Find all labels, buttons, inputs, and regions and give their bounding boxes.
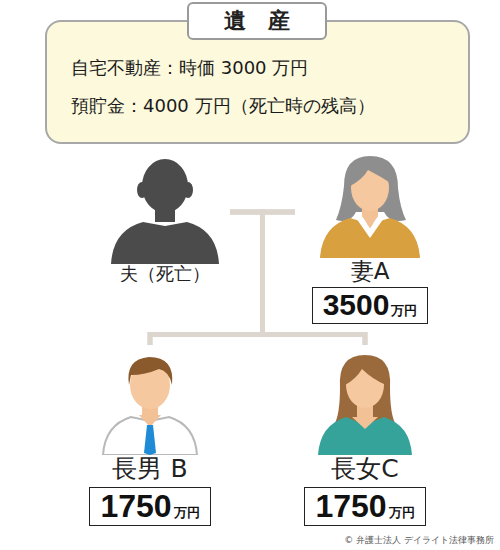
- amount-number: 3500: [323, 288, 390, 323]
- person-node: 長女C 1750万円: [290, 345, 440, 526]
- person-name: 長女C: [327, 455, 402, 484]
- person-node: 妻A 3500万円: [295, 146, 445, 324]
- person-node: 夫（死亡）: [100, 146, 230, 285]
- estate-item: 預貯金：4000 万円（死亡時の残高）: [71, 94, 448, 118]
- husband-figure: [105, 146, 225, 264]
- estate-title-tab: 遺 産: [187, 2, 327, 40]
- person-node: 長男 B 1750万円: [75, 345, 225, 526]
- person-name: 長男 B: [108, 455, 191, 484]
- amount-unit: 万円: [391, 302, 417, 320]
- daughter-figure: [310, 345, 420, 455]
- amount-unit: 万円: [389, 504, 415, 522]
- amount-unit: 万円: [174, 504, 200, 522]
- son-figure: [95, 345, 205, 455]
- person-name: 夫（死亡）: [116, 264, 214, 285]
- tab-title: 遺 産: [224, 6, 290, 36]
- person-name: 妻A: [347, 258, 394, 284]
- amount-number: 1750: [100, 488, 171, 525]
- wife-figure: [310, 146, 430, 258]
- estate-box: 自宅不動産：時価 3000 万円預貯金：4000 万円（死亡時の残高）遺 産: [45, 20, 470, 144]
- amount-number: 1750: [315, 488, 386, 525]
- amount-box: 1750万円: [89, 487, 210, 526]
- amount-box: 1750万円: [304, 487, 425, 526]
- amount-box: 3500万円: [312, 287, 429, 324]
- estate-item: 自宅不動産：時価 3000 万円: [71, 56, 448, 80]
- watermark: © 弁護士法人 デイライト法律事務所: [344, 534, 494, 547]
